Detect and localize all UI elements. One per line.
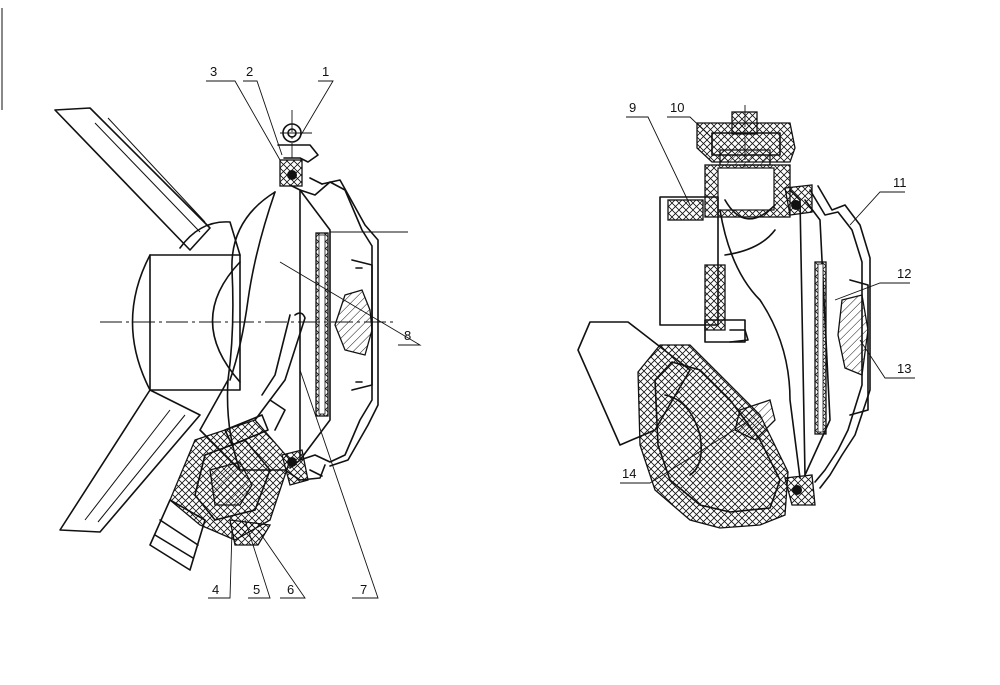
lower-strap [59, 389, 201, 533]
rear-hub [149, 254, 241, 391]
label-1: 1 [322, 64, 329, 79]
label-14: 14 [622, 466, 636, 481]
label-13: 13 [897, 361, 911, 376]
right-assembly-view [577, 105, 871, 529]
front-frame [289, 184, 301, 469]
label-11: 11 [893, 175, 907, 190]
drink-tube [269, 312, 306, 401]
label-2: 2 [246, 64, 253, 79]
label-8: 8 [404, 328, 411, 343]
label-12: 12 [897, 266, 911, 281]
right-front-valve [837, 294, 869, 376]
label-6: 6 [287, 582, 294, 597]
outlet-fitting [149, 499, 206, 571]
label-10: 10 [670, 100, 684, 115]
label-4: 4 [212, 582, 219, 597]
label-5: 5 [253, 582, 260, 597]
left-assembly-view [54, 107, 408, 571]
side-canister [659, 196, 719, 326]
label-7: 7 [360, 582, 367, 597]
leader-lines [206, 80, 915, 599]
label-9: 9 [629, 100, 636, 115]
upper-strap [54, 107, 211, 251]
front-valve [334, 289, 373, 356]
right-main-shell [719, 209, 801, 479]
label-3: 3 [210, 64, 217, 79]
part-labels: 3 2 1 4 5 6 7 8 9 10 11 12 13 14 [210, 64, 911, 597]
